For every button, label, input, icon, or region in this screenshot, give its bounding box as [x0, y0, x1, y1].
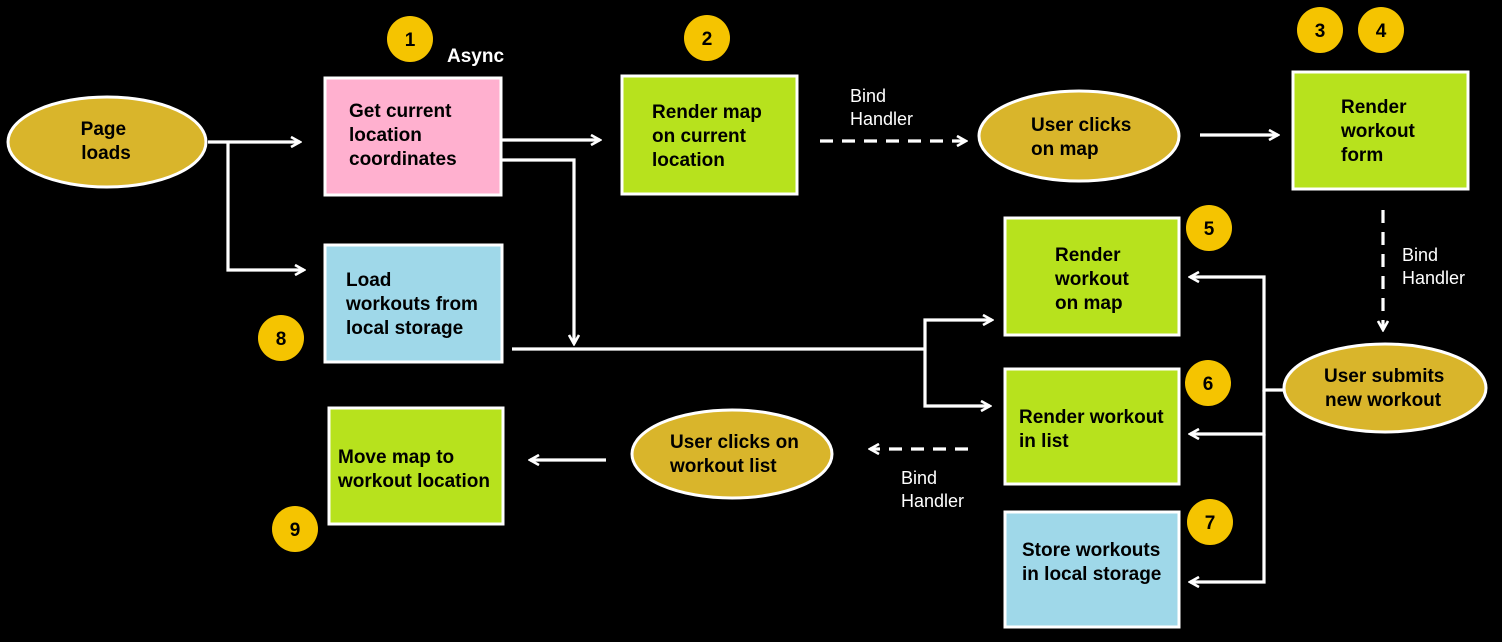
svg-text:Render map on current: Render map on current location — [652, 102, 767, 171]
svg-text:7: 7 — [1205, 513, 1216, 534]
step-badge-4: 4 — [1358, 7, 1404, 53]
step-badge-3: 3 — [1297, 7, 1343, 53]
svg-text:4: 4 — [1376, 21, 1387, 42]
step-badge-5: 5 — [1186, 205, 1232, 251]
svg-text:Render workout in list: Render workout in list — [1019, 407, 1169, 452]
svg-text:Get current location: Get current location coordinates — [349, 101, 457, 170]
node-store-workouts: Store workouts in local storage — [1003, 510, 1181, 629]
node-user-clicks-list: User clicks on workout list — [630, 408, 834, 500]
edge-submit-to-store — [1190, 434, 1266, 582]
node-user-clicks-map: User clicks on map — [977, 89, 1181, 183]
svg-text:User submits new workout: User submits new workout — [1324, 366, 1450, 411]
connectors — [208, 135, 1383, 582]
svg-text:User clicks on workout l: User clicks on workout list — [669, 432, 804, 477]
svg-text:User clicks on map: User clicks on map — [1031, 115, 1137, 160]
edge-location-down — [501, 158, 574, 344]
node-load-workouts: Load workouts from local storage — [323, 243, 504, 364]
node-render-workout-list: Render workout in list — [1003, 367, 1181, 486]
node-render-map: Render map on current location — [620, 74, 799, 196]
node-render-workout-map: Render workout on map — [1003, 216, 1181, 337]
async-label: Async — [447, 46, 504, 67]
svg-text:Render workout on: Render workout on map — [1054, 245, 1134, 314]
bind-handler-label-1: Bind Handler — [850, 86, 913, 129]
svg-text:1: 1 — [405, 30, 416, 51]
svg-text:Move map to workout loca: Move map to workout location — [337, 447, 490, 492]
svg-text:2: 2 — [702, 29, 713, 50]
step-badge-2: 2 — [684, 15, 730, 61]
step-badge-9: 9 — [272, 506, 318, 552]
svg-text:6: 6 — [1203, 374, 1214, 395]
step-badge-8: 8 — [258, 315, 304, 361]
node-render-form: Render workout form — [1291, 70, 1470, 191]
bind-handler-label-2: Bind Handler — [1402, 245, 1465, 288]
node-move-map: Move map to workout location — [327, 406, 505, 526]
svg-text:Load workouts from: Load workouts from local storage — [345, 270, 483, 339]
svg-text:3: 3 — [1315, 21, 1326, 42]
edge-page-to-load — [226, 142, 304, 270]
edge-junction-to-workout-list — [923, 349, 990, 406]
edge-submit-spine — [1190, 277, 1283, 392]
svg-text:8: 8 — [276, 329, 287, 350]
bind-handler-label-3: Bind Handler — [901, 468, 964, 511]
node-user-submits: User submits new workout — [1282, 342, 1488, 434]
svg-text:Store workouts in local: Store workouts in local storage — [1022, 540, 1166, 585]
svg-text:9: 9 — [290, 520, 301, 541]
svg-text:Render workout for: Render workout form — [1340, 97, 1420, 166]
svg-text:5: 5 — [1204, 219, 1215, 240]
step-badge-1: 1 — [387, 16, 433, 62]
svg-text:Page loads: Page loads — [81, 119, 132, 164]
step-badge-6: 6 — [1185, 360, 1231, 406]
node-get-location: Get current location coordinates — [323, 76, 503, 197]
step-badge-7: 7 — [1187, 499, 1233, 545]
node-page-loads: Page loads — [6, 95, 208, 189]
edge-junction-to-workout-map — [923, 320, 992, 349]
